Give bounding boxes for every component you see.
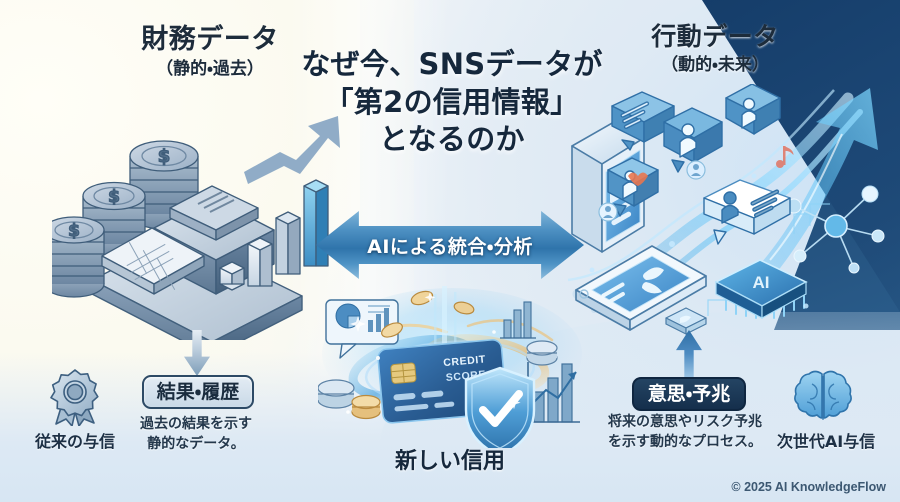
new-credit-illustration: CREDIT SCORE (318, 286, 582, 448)
svg-text:$: $ (108, 187, 120, 207)
title-line-1: なぜ今、SNSデータが (301, 47, 603, 81)
ribbon-rosette-icon (50, 369, 99, 426)
svg-text:AI: AI (753, 273, 770, 292)
left-heading-subtext: （静的・過去） (156, 58, 264, 79)
intent-signal-pill: 意思・予兆 (632, 377, 746, 411)
left-panel-heading: 財務データ （静的・過去） (60, 24, 360, 79)
right-panel-heading: 行動データ （動的・未来） (570, 22, 860, 75)
brain-icon (794, 370, 852, 420)
legacy-credit-caption: 従来の与信 (34, 432, 115, 451)
right-heading-text: 行動データ (651, 22, 779, 51)
copyright-notice: © 2025 AI KnowledgeFlow (731, 480, 886, 494)
right-heading-subtext: （動的・未来） (661, 54, 769, 75)
behavior-data-illustration: AI (567, 84, 885, 335)
card-credit-text: CREDIT (443, 353, 487, 369)
new-credit-label: 新しい信用 (394, 449, 505, 474)
right-panel-description: 将来の意思やリスク予兆 を示す動的なプロセス。 (608, 412, 770, 453)
result-history-pill: 結果・履歴 (142, 375, 254, 409)
left-desc-line-1: 過去の結果を示す (140, 416, 252, 432)
title-line-2: 「第2の信用情報」 (324, 84, 580, 119)
left-desc-line-2: 静的なデータ。 (147, 436, 245, 453)
svg-text:$: $ (158, 146, 171, 167)
left-panel-description: 過去の結果を示す 静的なデータ。 (130, 414, 262, 455)
ai-integration-label: AIによる統合・分析 (367, 236, 533, 258)
left-heading-text: 財務データ (141, 24, 279, 55)
page-title: なぜ今、SNSデータが 「第2の信用情報」 となるのか (292, 46, 612, 159)
next-gen-ai-credit-caption: 次世代AI与信 (776, 432, 876, 451)
finance-data-illustration: $ $ (52, 116, 340, 340)
svg-text:$: $ (68, 221, 80, 241)
right-desc-line-1: 将来の意思やリスク予兆 (608, 414, 762, 430)
right-desc-line-2: を示す動的なプロセス。 (608, 434, 762, 451)
title-line-3: となるのか (379, 122, 525, 157)
